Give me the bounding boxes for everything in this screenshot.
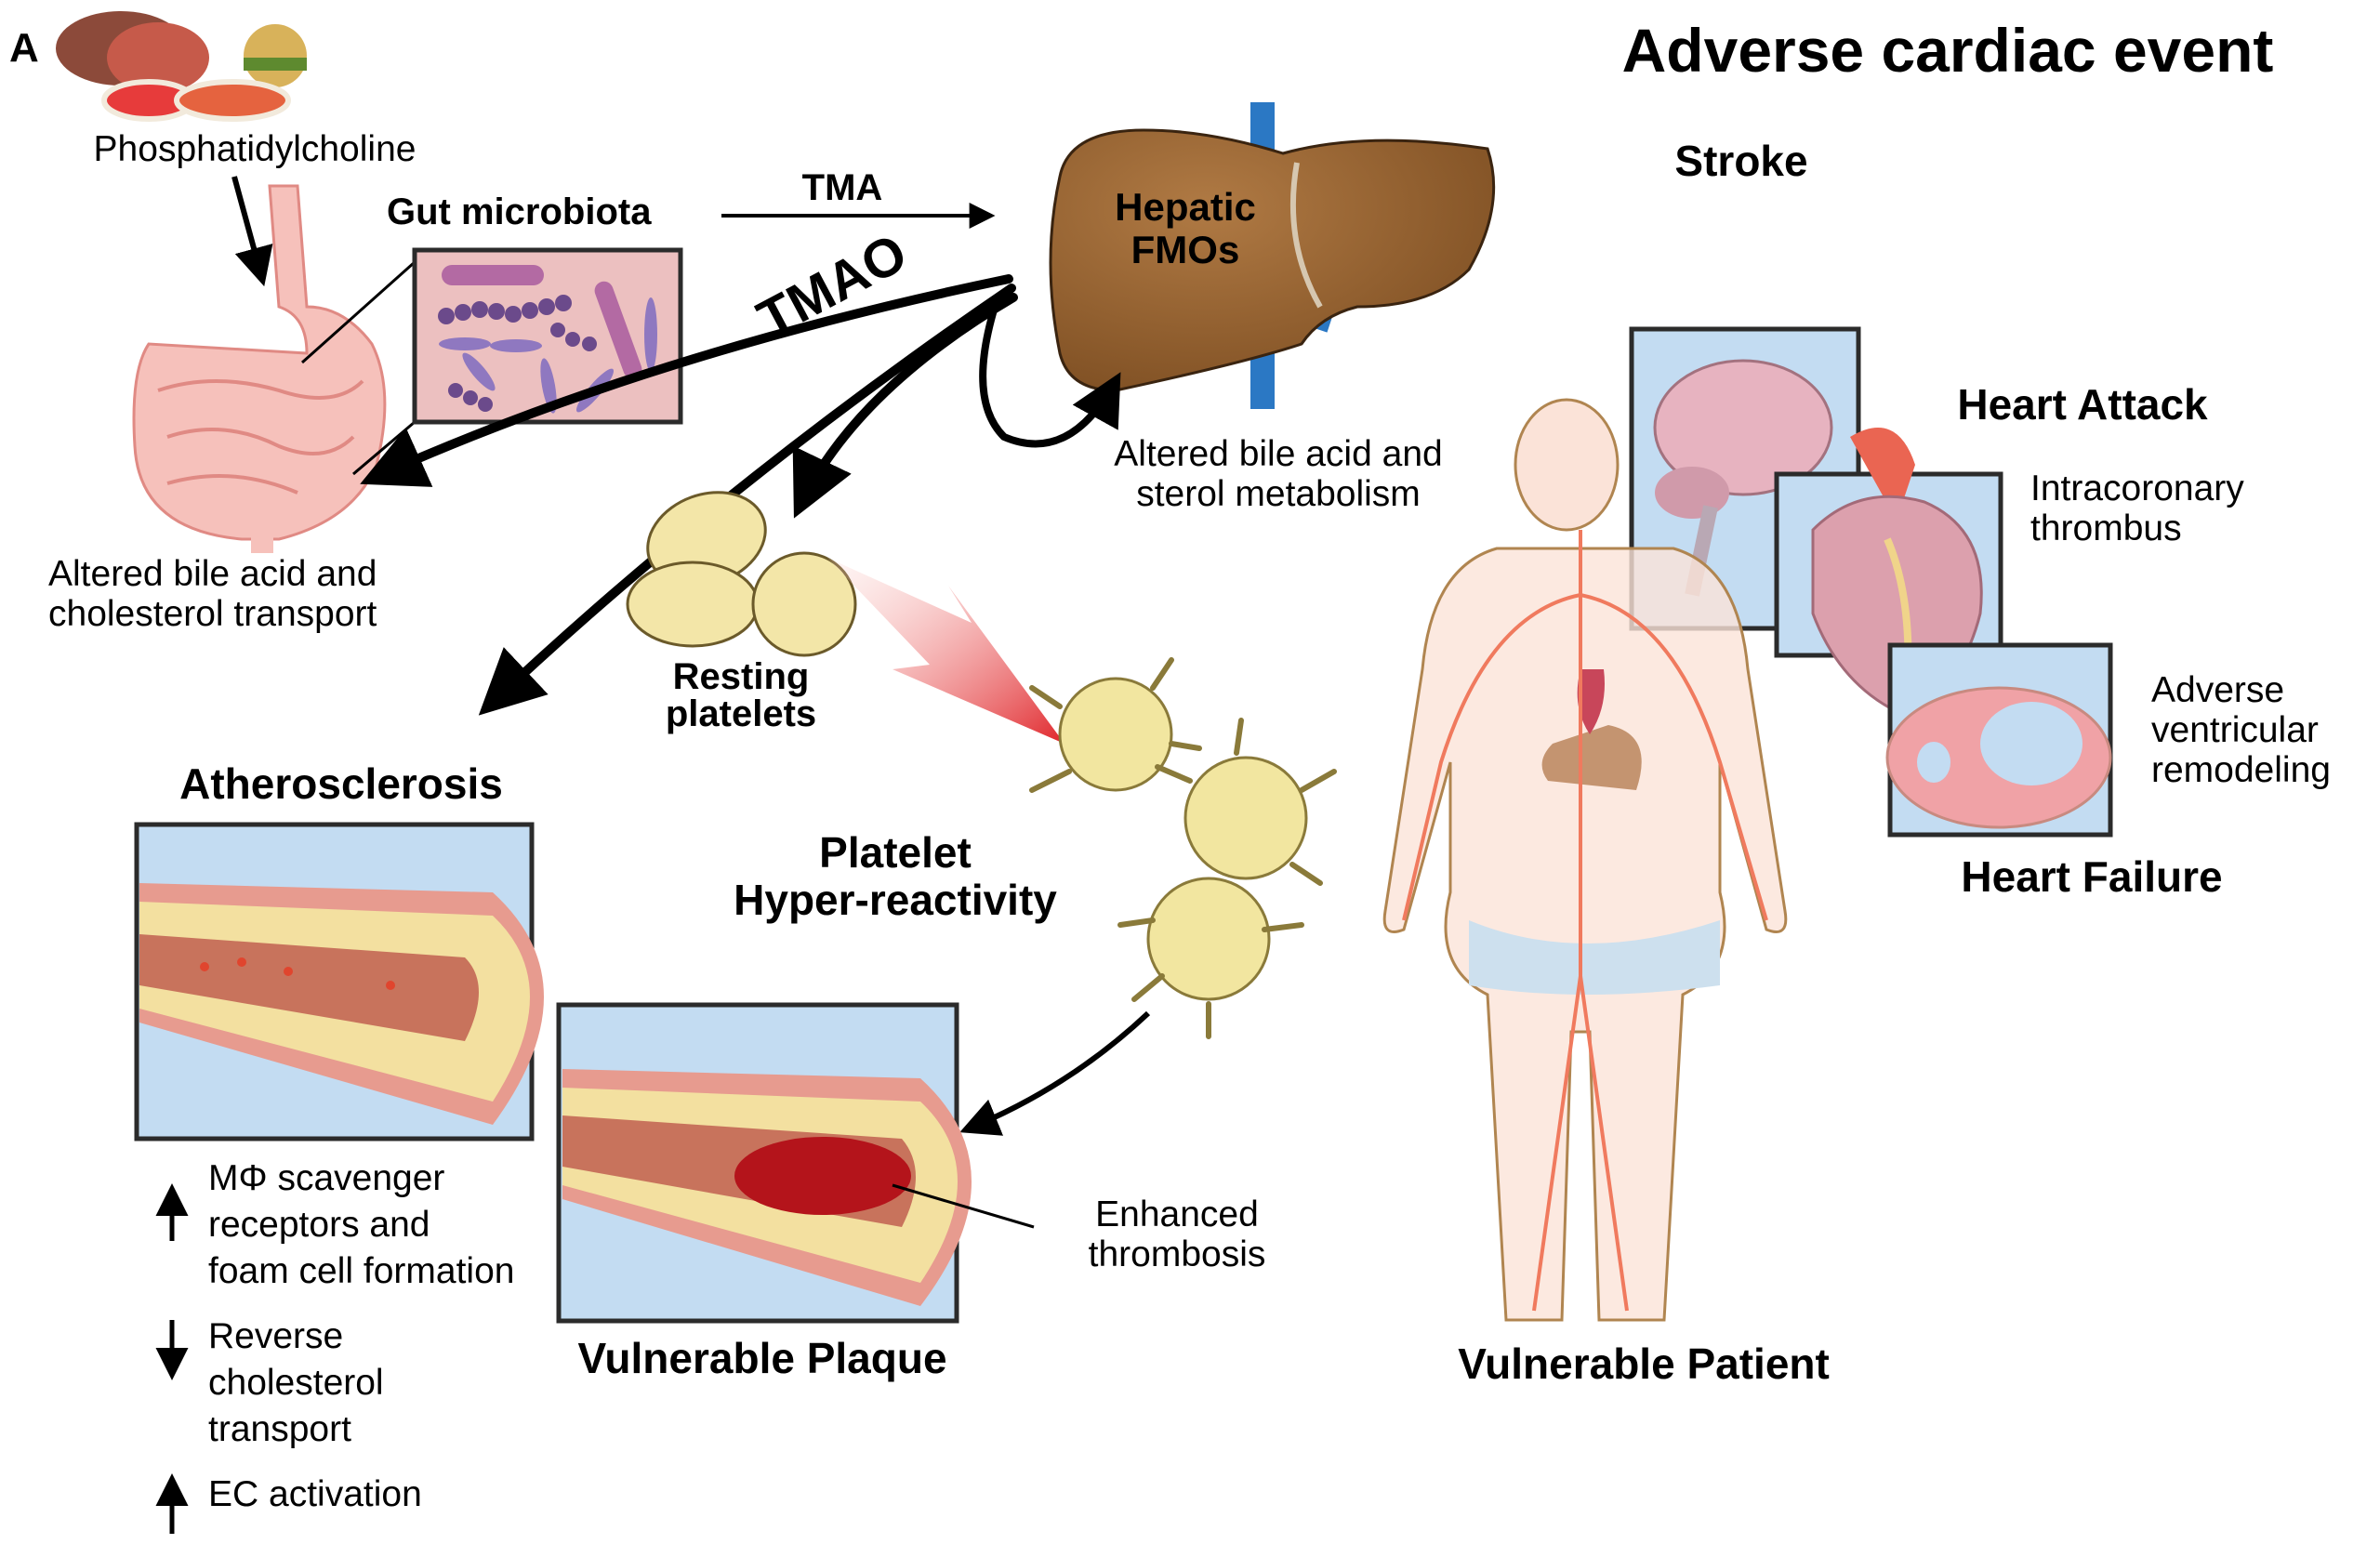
atherosclerosis-icon — [134, 822, 544, 1142]
atherosclerosis-label: Atherosclerosis — [179, 759, 503, 808]
platelet-line: Platelet — [819, 828, 972, 877]
effect-line: transport — [208, 1408, 351, 1449]
effect-line: EC activation — [208, 1474, 422, 1514]
resting-line: Resting — [672, 656, 810, 697]
effect-line: cholesterol — [208, 1362, 384, 1403]
diet-arrow — [231, 176, 273, 287]
heart-failure-icon — [1885, 642, 2113, 838]
hepatic-fmos-label: Hepatic FMOs — [1115, 185, 1256, 272]
heart-failure-label: Heart Failure — [1961, 852, 2223, 901]
gut-effect-line: Altered bile acid and — [48, 554, 377, 594]
remodeling-line: ventricular — [2151, 709, 2319, 750]
resting-platelets-label: Resting platelets — [666, 658, 816, 732]
panel-label: A — [9, 25, 39, 71]
fmos-line: FMOs — [1130, 228, 1240, 272]
gut-microbiota-label: Gut microbiota — [387, 191, 652, 232]
stroke-label: Stroke — [1674, 137, 1808, 185]
liver-icon — [1049, 102, 1496, 409]
remodeling-label: Adverse ventricular remodeling — [2151, 670, 2331, 791]
effect-line: MΦ scavenger — [208, 1158, 445, 1198]
vulnerable-plaque-label: Vulnerable Plaque — [577, 1334, 947, 1382]
resting-platelets-icon — [626, 491, 857, 657]
intracoronary-line: Intracoronary — [2030, 468, 2244, 508]
activation-arrow — [827, 558, 1064, 744]
thrombosis-line: thrombosis — [1088, 1234, 1266, 1274]
effect-ec-activation: EC activation — [208, 1474, 422, 1515]
patient-body-icon — [1382, 398, 1788, 1322]
remodeling-line: Adverse — [2151, 670, 2285, 710]
liver-effect-label: Altered bile acid and sterol metabolism — [1114, 434, 1443, 515]
thrombosis-line: Enhanced — [1095, 1194, 1259, 1234]
gut-icon — [132, 184, 387, 553]
liver-effect-line: Altered bile acid and — [1114, 434, 1443, 474]
remodeling-line: remodeling — [2151, 749, 2331, 790]
effect-line: Reverse — [208, 1316, 344, 1356]
tmao-arrows — [360, 274, 1121, 716]
effect-macrophage: MΦ scavenger receptors and foam cell for… — [208, 1155, 514, 1295]
hyperreactivity-line: Hyper-reactivity — [734, 875, 1057, 924]
platelets-line: platelets — [665, 693, 817, 734]
activated-platelets-icon — [1029, 657, 1337, 1039]
effect-line: foam cell formation — [208, 1250, 515, 1291]
effect-line: receptors and — [208, 1204, 430, 1245]
vulnerable-patient-label: Vulnerable Patient — [1458, 1339, 1830, 1388]
intracoronary-thrombus-label: Intracoronary thrombus — [2030, 468, 2244, 549]
enhanced-thrombosis-label: Enhanced thrombosis — [1088, 1194, 1266, 1275]
gut-effect-label: Altered bile acid and cholesterol transp… — [48, 554, 377, 635]
hepatic-line: Hepatic — [1115, 185, 1256, 229]
phosphatidylcholine-label: Phosphatidylcholine — [93, 129, 416, 169]
microbiota-icon — [412, 247, 683, 425]
gut-effect-line: cholesterol transport — [48, 593, 377, 634]
effect-cholesterol: Reverse cholesterol transport — [208, 1313, 384, 1453]
tma-label: TMA — [801, 167, 883, 208]
figure-title: Adverse cardiac event — [1621, 16, 2274, 85]
platelet-hyperreactivity-label: Platelet Hyper-reactivity — [734, 829, 1057, 923]
food-icon — [56, 11, 307, 122]
liver-effect-line: sterol metabolism — [1136, 473, 1421, 514]
vulnerable-plaque-icon — [556, 1002, 1035, 1324]
thrombus-line: thrombus — [2030, 508, 2182, 548]
heart-attack-label: Heart Attack — [1957, 380, 2208, 429]
